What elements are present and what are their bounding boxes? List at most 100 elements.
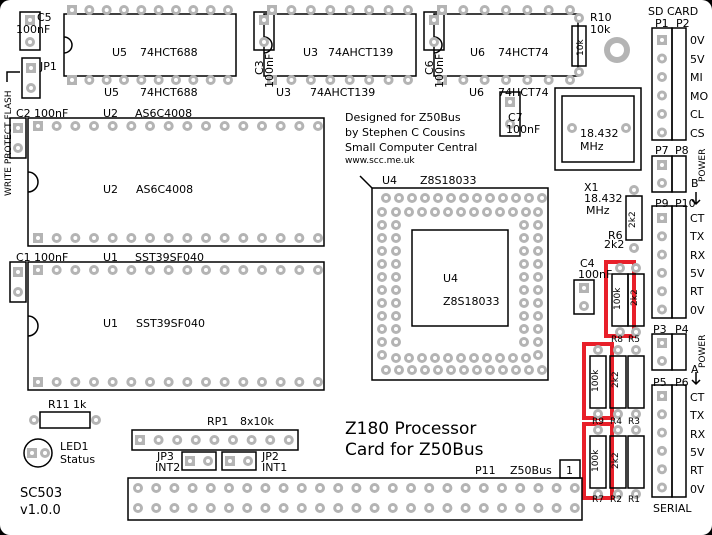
serial-b-pin-1: TX: [690, 230, 705, 244]
rp1-pad: [228, 435, 238, 445]
p11-pin1-box: [559, 459, 581, 479]
sdcard-pin-1: 5V: [690, 52, 705, 66]
u4-pad: [377, 337, 387, 347]
u4-pad: [407, 193, 417, 203]
serial-title: SERIAL: [653, 502, 692, 515]
u4-pad: [377, 285, 387, 295]
u4-pad: [377, 233, 387, 243]
u4-pad: [394, 365, 404, 375]
rp1-pad: [190, 435, 201, 445]
u4-pad: [519, 285, 529, 295]
u4-pad: [482, 353, 492, 363]
c7-outline: [499, 91, 521, 137]
r6-outline: [625, 195, 643, 241]
p5-pad: [657, 482, 667, 493]
u1-pad: [107, 377, 118, 387]
u4-pad: [407, 365, 417, 375]
u4-pad: [456, 207, 466, 217]
p1-pad: [657, 35, 667, 45]
p11-pad: [369, 503, 380, 513]
u3-pad: [344, 5, 355, 15]
u1-pad: [294, 265, 305, 275]
u5-pad: [67, 75, 77, 85]
u1-pad: [163, 377, 174, 387]
p9-pad: [657, 213, 667, 223]
u1-pad: [257, 377, 267, 387]
u4-pad: [533, 350, 543, 360]
sdcard-pin-0: 0V: [690, 34, 705, 47]
serial-a-pin-0: CT: [690, 391, 705, 404]
p5-pad: [657, 464, 667, 475]
jp3-ref: JP3: [157, 450, 174, 463]
u2-ref-top: U2: [103, 107, 119, 120]
u2-pad: [70, 121, 81, 131]
u3-pad: [364, 5, 375, 15]
u6-pad: [522, 5, 533, 15]
p11-pad: [133, 503, 143, 513]
u6-pad: [543, 5, 554, 15]
led-pad: [40, 448, 50, 458]
u4-pad: [519, 220, 529, 230]
r6-pad: [629, 185, 639, 195]
u6-part-top: 74HCT74: [498, 46, 549, 59]
rp1-value: 8x10k: [240, 415, 274, 428]
serial-a-pin-1: TX: [690, 409, 705, 423]
u4-pad: [533, 272, 543, 282]
p11-pad: [569, 503, 580, 513]
p1-ref: P1: [655, 17, 669, 30]
u4-part-top: Z8S18033: [420, 174, 477, 187]
r7-outline: [589, 435, 607, 489]
u1-pad: [313, 265, 323, 275]
p3-pad: [657, 356, 667, 366]
u4-pad: [417, 353, 427, 363]
rp1-pad: [265, 435, 276, 445]
u4-pad: [377, 246, 387, 256]
u4-pad: [519, 337, 529, 347]
p11-pad: [406, 503, 416, 513]
u4-pad: [446, 365, 456, 375]
jp2-outline: [221, 451, 257, 471]
u5-pad: [171, 5, 181, 15]
u2-pad: [257, 233, 267, 243]
u1-pad: [70, 265, 81, 275]
u4-pad: [537, 193, 547, 203]
led-label: Status: [60, 453, 96, 466]
u5-pad: [223, 5, 233, 15]
crystal-unit: MHz: [580, 140, 604, 153]
u4-pad: [537, 365, 547, 375]
p11-pad: [442, 503, 453, 513]
p9-pad: [657, 304, 667, 315]
u4-pad: [519, 298, 529, 308]
u4-pad: [443, 207, 453, 217]
power-a-label: POWER: [698, 334, 708, 368]
u6-ref: U6: [469, 86, 485, 99]
u4-pad: [521, 353, 531, 363]
u2-pad: [126, 121, 137, 131]
u2-pad: [201, 121, 211, 131]
p11-pad: [569, 483, 580, 493]
u2-pad: [163, 121, 174, 131]
u1-pad: [126, 377, 137, 387]
u2-pad: [107, 121, 118, 131]
u3-ref-top: U3: [303, 46, 319, 59]
u4-pad: [391, 233, 401, 243]
u3-pad: [305, 5, 316, 15]
crystal-pad: [567, 123, 577, 133]
u3-pad: [325, 75, 336, 85]
led-outline: [23, 438, 53, 468]
c7-value: 100nF: [506, 123, 541, 136]
u6-pad: [458, 5, 469, 15]
p8-ref: P8: [675, 144, 689, 157]
u3-pad: [344, 75, 355, 85]
c5-pad: [25, 37, 35, 47]
c6-value: 100nF: [433, 53, 446, 88]
u4-pad: [433, 193, 443, 203]
u4-pad: [377, 207, 387, 217]
p1-pad: [657, 72, 667, 82]
p2-ref: P2: [676, 17, 690, 30]
r5-ref: R5: [628, 335, 640, 345]
credit-1: Designed for Z50Bus: [345, 111, 461, 124]
c4-pad: [579, 301, 589, 311]
u5-pad: [205, 5, 216, 15]
u4-pad: [524, 365, 534, 375]
